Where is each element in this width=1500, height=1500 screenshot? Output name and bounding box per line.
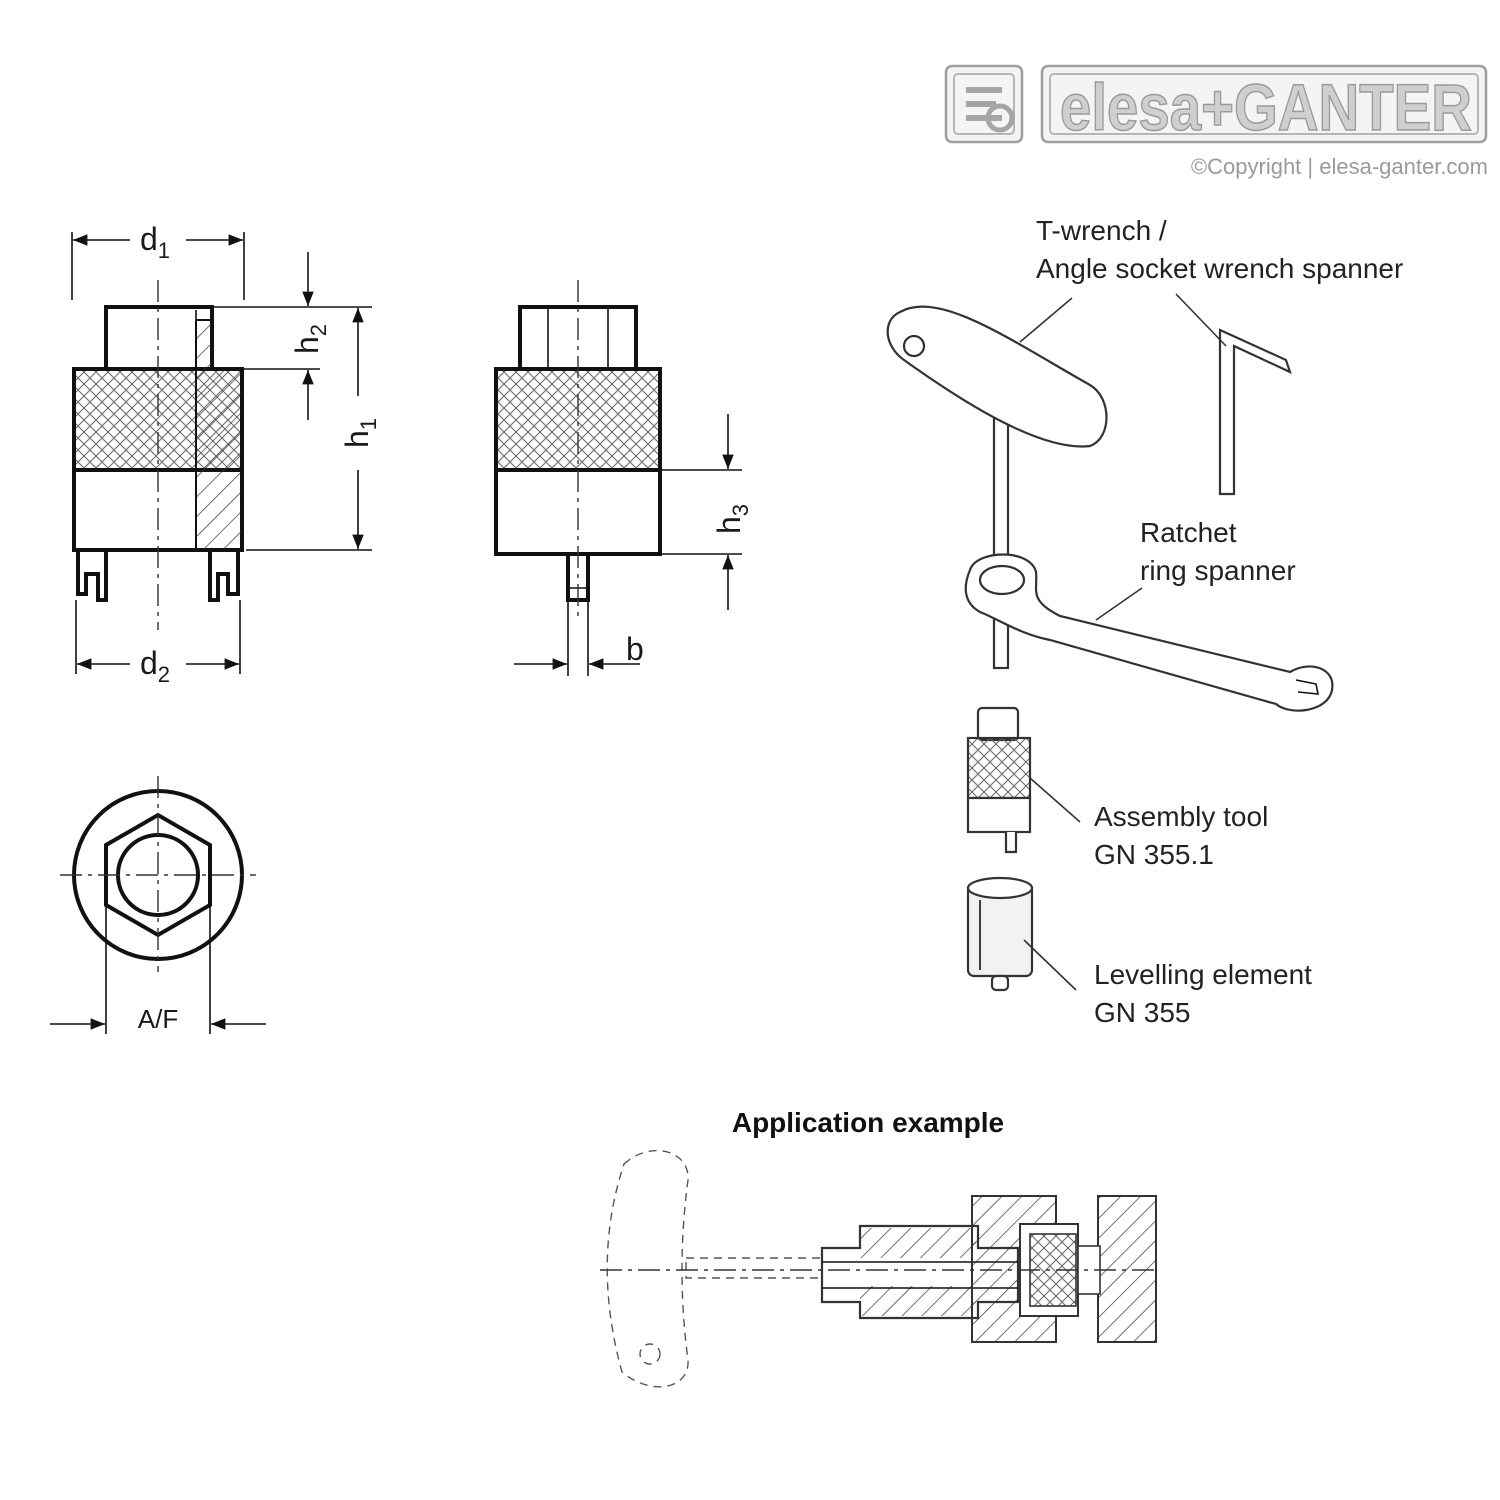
copyright-text: ©Copyright | elesa-ganter.com bbox=[1191, 154, 1488, 179]
dimension-h1: h1 bbox=[246, 306, 381, 551]
assembly-tool-illustration bbox=[966, 706, 1032, 854]
brand-wordmark: elesa+GANTER bbox=[1060, 70, 1472, 144]
callout-ratchet-line2: ring spanner bbox=[1140, 555, 1296, 586]
label-b: b bbox=[626, 631, 644, 667]
t-wrench-leader bbox=[1019, 297, 1073, 343]
callout-t-wrench-line2: Angle socket wrench spanner bbox=[1036, 253, 1403, 284]
application-example-title: Application example bbox=[732, 1107, 1004, 1138]
application-example-drawing bbox=[600, 1149, 1160, 1388]
callout-t-wrench-line1: T-wrench / bbox=[1036, 215, 1167, 246]
front-view bbox=[494, 280, 662, 620]
label-h2: h2 bbox=[289, 324, 331, 354]
label-h1: h1 bbox=[339, 418, 381, 448]
ratchet-leader bbox=[1095, 587, 1143, 621]
dimension-h3: h3 bbox=[662, 414, 753, 610]
elesa-ganter-logo: elesa+GANTER ©Copyright | elesa-ganter.c… bbox=[944, 64, 1488, 179]
angle-socket-spanner-illustration bbox=[1218, 328, 1292, 496]
callout-ratchet-line1: Ratchet bbox=[1140, 517, 1237, 548]
callout-assembly-line2: GN 355.1 bbox=[1094, 839, 1214, 870]
label-d2: d2 bbox=[140, 645, 170, 687]
dimension-af: A/F bbox=[50, 905, 266, 1034]
angle-socket-leader bbox=[1175, 293, 1227, 347]
levelling-element-illustration bbox=[966, 876, 1034, 992]
dimension-d1: d1 bbox=[71, 221, 245, 300]
assembly-tool-leader bbox=[1029, 777, 1081, 823]
dimension-h2: h2 bbox=[214, 252, 331, 420]
callout-assembly-line1: Assembly tool bbox=[1094, 801, 1268, 832]
levelling-leader bbox=[1023, 939, 1077, 991]
top-view bbox=[60, 776, 256, 972]
dimension-b: b bbox=[514, 600, 644, 676]
label-af: A/F bbox=[138, 1004, 178, 1034]
callout-levelling-line2: GN 355 bbox=[1094, 997, 1191, 1028]
ratchet-ring-spanner-illustration bbox=[964, 553, 1334, 712]
label-d1: d1 bbox=[140, 221, 170, 263]
callout-levelling-line1: Levelling element bbox=[1094, 959, 1312, 990]
side-section-view bbox=[72, 280, 244, 630]
label-h3: h3 bbox=[711, 504, 753, 534]
dimension-d2: d2 bbox=[75, 600, 241, 687]
